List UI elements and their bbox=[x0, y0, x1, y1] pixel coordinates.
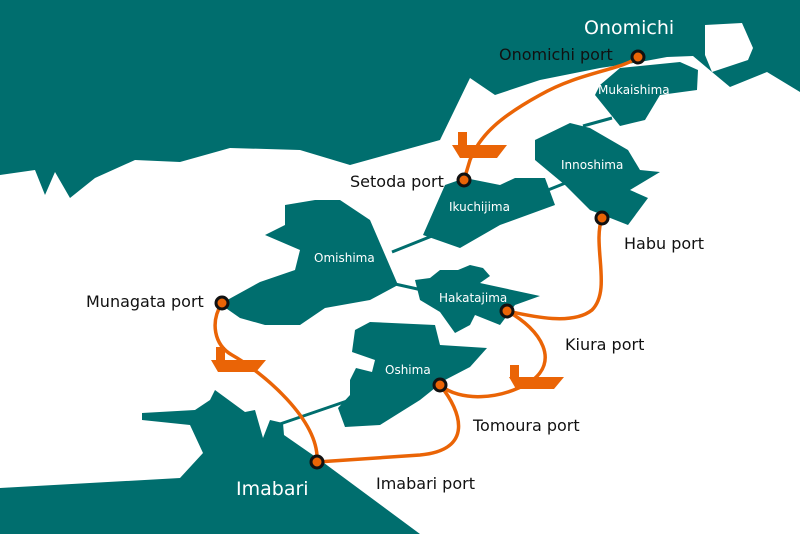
port-circle-icon[interactable] bbox=[630, 49, 646, 65]
route-tomoura-imabari bbox=[315, 383, 461, 464]
island-label-hakatajima: Hakatajima bbox=[439, 291, 507, 305]
port-label-habu: Habu port bbox=[624, 234, 704, 253]
port-circle-icon[interactable] bbox=[432, 377, 448, 393]
bridge-oshima-imabari bbox=[279, 399, 348, 426]
bridge-innoshima-ikuchijima bbox=[547, 180, 569, 192]
sea-inlet bbox=[705, 23, 753, 72]
island-hakatajima bbox=[415, 265, 540, 333]
island-label-mukaishima: Mukaishima bbox=[598, 83, 670, 97]
city-label-imabari: Imabari bbox=[236, 478, 309, 500]
island-oshima bbox=[338, 322, 487, 427]
port-label-imabari: Imabari port bbox=[376, 474, 475, 493]
port-label-munagata: Munagata port bbox=[86, 292, 204, 311]
ferry-ship-icon bbox=[509, 365, 564, 389]
port-label-onomichi: Onomichi port bbox=[499, 45, 613, 64]
island-omishima bbox=[220, 200, 398, 325]
route-onomichi-setoda bbox=[462, 55, 640, 182]
port-label-tomoura: Tomoura port bbox=[472, 416, 580, 435]
port-circle-icon[interactable] bbox=[499, 303, 515, 319]
island-mukaishima bbox=[595, 62, 698, 126]
port-circle-icon[interactable] bbox=[309, 454, 325, 470]
mainland-shikoku bbox=[0, 390, 420, 534]
route-habu-kiura bbox=[505, 216, 604, 321]
port-label-kiura: Kiura port bbox=[565, 335, 644, 354]
mainland-honshu bbox=[0, 0, 800, 198]
island-innoshima bbox=[535, 123, 660, 225]
bridges bbox=[279, 116, 613, 426]
island-ikuchijima bbox=[423, 178, 555, 248]
bridge-omishima-hakatajima bbox=[394, 282, 423, 292]
route-munagata-imabari bbox=[213, 301, 319, 464]
bridge-mukaishima-innoshima bbox=[582, 116, 613, 128]
island-label-oshima: Oshima bbox=[385, 363, 431, 377]
ferry-ship-icon bbox=[452, 132, 507, 158]
bridge-ikuchijima-omishima bbox=[391, 234, 433, 254]
port-circle-icon[interactable] bbox=[456, 172, 472, 188]
city-label-onomichi: Onomichi bbox=[584, 17, 674, 39]
port-circle-icon[interactable] bbox=[214, 295, 230, 311]
ferry-ship-icon bbox=[211, 347, 266, 372]
island-label-innoshima: Innoshima bbox=[561, 158, 623, 172]
island-label-omishima: Omishima bbox=[314, 251, 375, 265]
port-circle-icon[interactable] bbox=[594, 210, 610, 226]
port-label-setoda: Setoda port bbox=[350, 172, 444, 191]
island-label-ikuchijima: Ikuchijima bbox=[449, 200, 510, 214]
